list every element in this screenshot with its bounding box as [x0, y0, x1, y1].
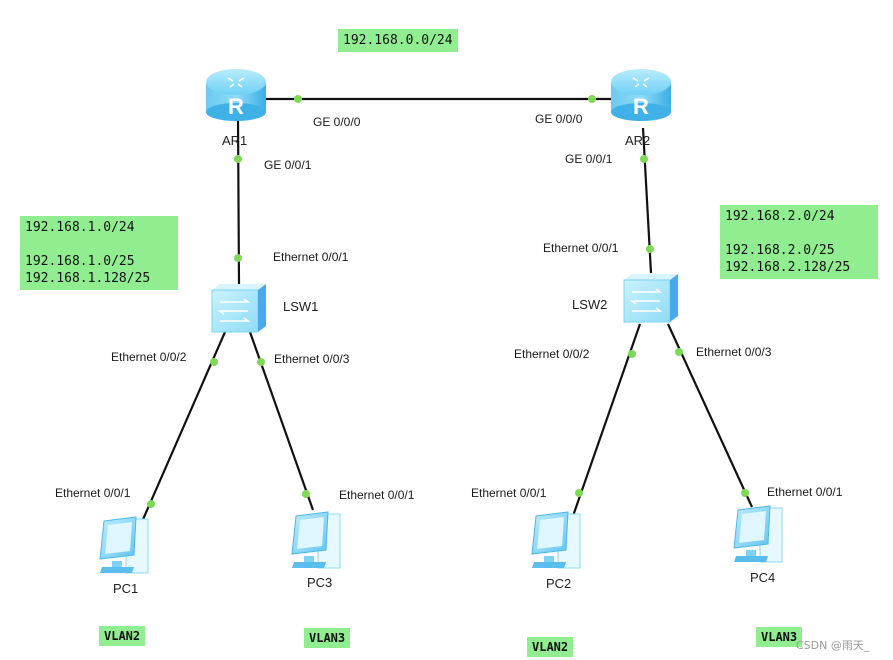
port-dot-pc2-e001: [575, 489, 583, 497]
port-dot-ar2-ge001: [640, 155, 648, 163]
svg-text:R: R: [228, 94, 244, 119]
pc-pc1[interactable]: [99, 516, 149, 574]
port-dot-lsw2-e003: [675, 348, 683, 356]
port-dot-ar1-ge001: [234, 155, 242, 163]
port-dot-lsw1-e003: [257, 358, 265, 366]
vlan-tag-pc3: VLAN3: [304, 628, 351, 648]
port-dot-pc3-e001: [302, 490, 310, 498]
device-label-ar1: AR1: [222, 133, 248, 148]
port-dot-pc4-e001: [741, 489, 749, 497]
device-label-pc1: PC1: [113, 581, 139, 596]
device-label-lsw2: LSW2: [572, 297, 608, 312]
port-label-ar1-ge001: GE 0/0/1: [264, 158, 312, 172]
port-label-ar2-ge000: GE 0/0/0: [535, 112, 583, 126]
pc-pc3[interactable]: [291, 511, 341, 569]
svg-text:R: R: [633, 94, 649, 119]
vlan-tag-pc4: VLAN3: [756, 627, 803, 647]
vlan-tag-pc2: VLAN2: [527, 637, 574, 657]
port-dot-lsw1-e002: [210, 358, 218, 366]
switch-lsw1[interactable]: [211, 284, 266, 333]
watermark: CSDN @雨天_: [796, 639, 870, 652]
port-label-lsw2-e002: Ethernet 0/0/2: [514, 347, 590, 361]
pc-pc4[interactable]: [733, 505, 783, 563]
port-dot-lsw1-e001: [234, 254, 242, 262]
port-dot-ar2-ge000: [588, 95, 596, 103]
device-label-lsw1: LSW1: [283, 299, 319, 314]
port-label-lsw1-e001: Ethernet 0/0/1: [273, 250, 349, 264]
port-dot-lsw2-e002: [628, 350, 636, 358]
port-label-pc3-e001: Ethernet 0/0/1: [339, 488, 415, 502]
port-label-lsw2-e001: Ethernet 0/0/1: [543, 241, 619, 255]
port-label-lsw1-e002: Ethernet 0/0/2: [111, 350, 187, 364]
port-dots: [147, 95, 749, 508]
port-dot-lsw2-e001: [646, 245, 654, 253]
network-note-lan2: 192.168.2.0/24 192.168.2.0/25 192.168.2.…: [720, 205, 878, 279]
port-label-pc4-e001: Ethernet 0/0/1: [767, 485, 843, 499]
switch-lsw2[interactable]: [623, 274, 678, 323]
port-label-ar1-ge000: GE 0/0/0: [313, 115, 361, 129]
device-label-pc2: PC2: [546, 576, 572, 591]
port-label-lsw2-e003: Ethernet 0/0/3: [696, 345, 772, 359]
vlan-tag-pc1: VLAN2: [99, 626, 146, 646]
network-note-wan: 192.168.0.0/24: [338, 29, 458, 52]
pc-pc2[interactable]: [531, 511, 581, 569]
port-label-pc2-e001: Ethernet 0/0/1: [471, 486, 547, 500]
router-ar2[interactable]: R: [611, 69, 671, 121]
port-label-pc1-e001: Ethernet 0/0/1: [55, 486, 131, 500]
port-label-ar2-ge001: GE 0/0/1: [565, 152, 613, 166]
device-label-ar2: AR2: [625, 133, 651, 148]
device-label-pc4: PC4: [750, 570, 776, 585]
port-dot-pc1-e001: [147, 500, 155, 508]
port-dot-ar1-ge000: [294, 95, 302, 103]
device-label-pc3: PC3: [307, 575, 333, 590]
router-ar1[interactable]: R: [206, 69, 266, 121]
port-label-lsw1-e003: Ethernet 0/0/3: [274, 352, 350, 366]
network-note-lan1: 192.168.1.0/24 192.168.1.0/25 192.168.1.…: [20, 216, 178, 290]
